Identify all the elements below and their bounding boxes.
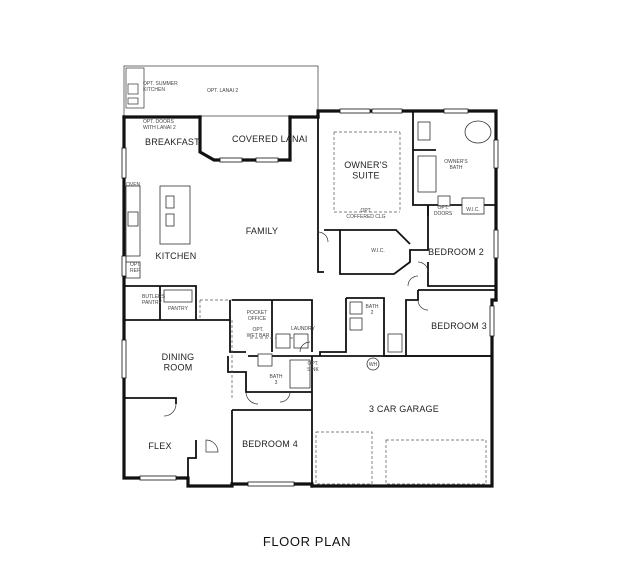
label-opt-lanai-2: OPT. LANAI 2 <box>207 88 238 94</box>
fixtures <box>125 120 492 389</box>
label-bedroom-2: BEDROOM 2 <box>428 247 484 257</box>
bathtub <box>464 120 492 144</box>
label-flex: FLEX <box>148 441 171 451</box>
label-bedroom-3: BEDROOM 3 <box>431 321 487 331</box>
label-opt-ref: OPT.REF. <box>130 262 141 274</box>
label-pantry: PANTRY <box>168 306 188 312</box>
label-covered-lanai: COVERED LANAI <box>232 134 308 144</box>
water-heater <box>366 357 380 371</box>
dashed-openings <box>199 131 487 485</box>
label-oven: OVEN <box>126 182 141 188</box>
label-garage: 3 CAR GARAGE <box>369 404 439 414</box>
label-family: FAMILY <box>246 226 279 236</box>
label-breakfast: BREAKFAST <box>145 137 200 147</box>
door-swings <box>163 231 429 453</box>
label-bedroom-4: BEDROOM 4 <box>242 439 298 449</box>
kitchen-island <box>159 185 191 245</box>
plan-title: FLOOR PLAN <box>263 534 351 549</box>
label-wh: WH <box>369 362 378 368</box>
label-kitchen: KITCHEN <box>156 251 197 261</box>
optional-lanai-outline <box>123 65 319 117</box>
label-opt-wet-bar: OPT.WET BAR <box>247 327 270 339</box>
windows <box>121 108 499 487</box>
label-opt-sink: OPT.SINK <box>307 361 319 373</box>
label-wic-owner: W.I.C. <box>466 207 480 213</box>
label-wic: W.I.C. <box>371 248 385 254</box>
label-opt-coffered-clg: OPT.COFFERED CLG <box>346 208 385 220</box>
label-opt-doors-small: OPT.DOORS <box>434 205 453 217</box>
label-laundry: LAUNDRY <box>291 326 315 332</box>
exterior-walls <box>122 109 498 488</box>
